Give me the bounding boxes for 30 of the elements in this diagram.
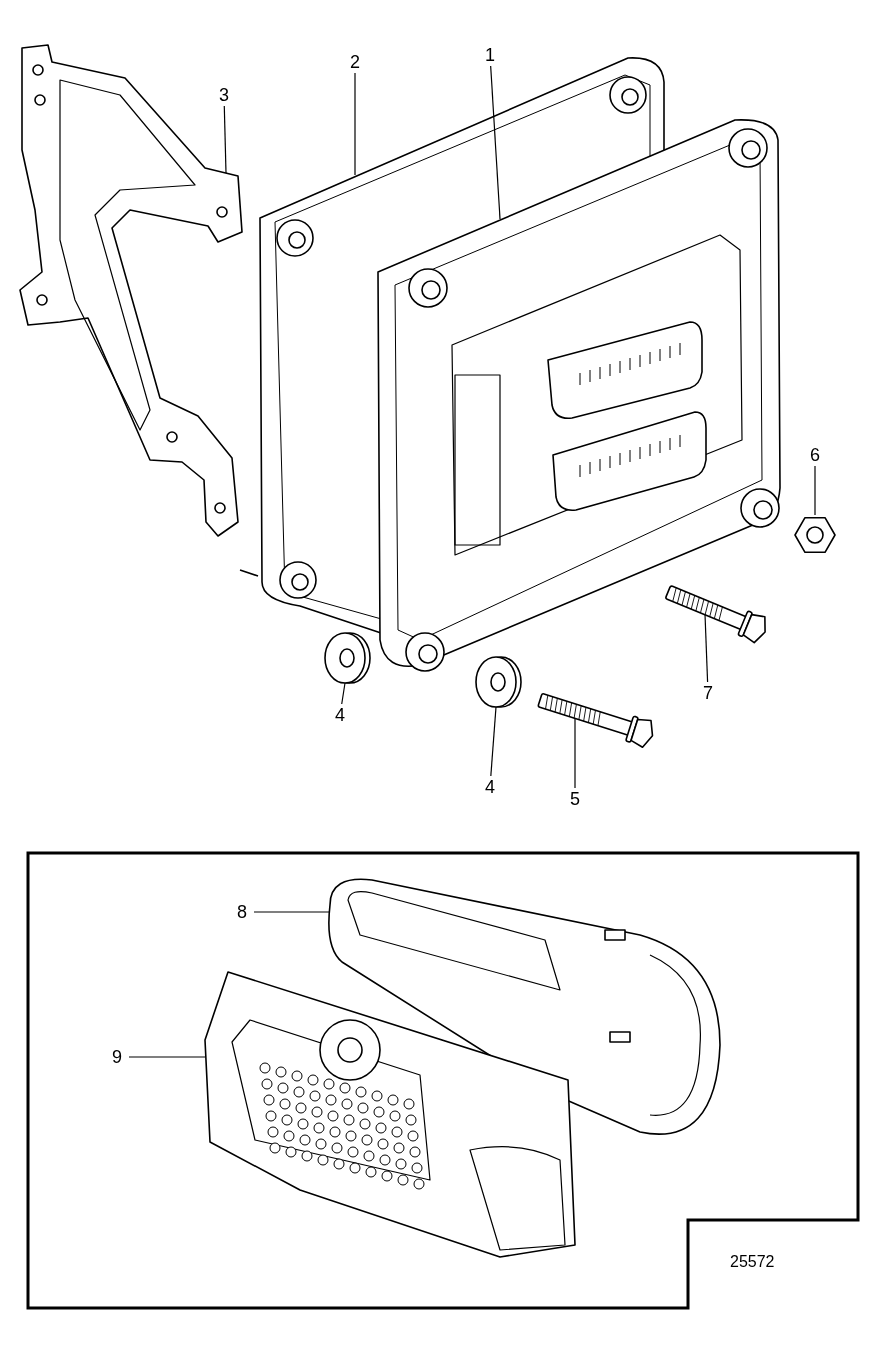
nut-drawing xyxy=(794,516,836,554)
callout-number: 2 xyxy=(343,51,367,73)
callout-number: 7 xyxy=(696,682,720,704)
leader-line xyxy=(128,1056,206,1058)
callout-number: 8 xyxy=(230,901,254,923)
leader-line xyxy=(223,105,227,174)
callout-number: 3 xyxy=(212,84,236,106)
leader-line xyxy=(704,613,709,683)
leader-line xyxy=(341,682,346,705)
leader-line xyxy=(253,911,331,913)
callout-number: 4 xyxy=(328,704,352,726)
leader-line xyxy=(490,65,501,220)
washer-drawing xyxy=(324,632,371,684)
control-unit-drawing xyxy=(377,119,781,672)
connector-drawing xyxy=(204,971,576,1258)
leader-line xyxy=(354,72,356,176)
bracket-drawing xyxy=(19,44,243,537)
figure-number: 25572 xyxy=(730,1252,775,1272)
bolt-drawing xyxy=(664,584,766,644)
bolt-drawing xyxy=(537,692,654,748)
leader-line xyxy=(490,706,497,777)
callout-number: 9 xyxy=(105,1046,129,1068)
leader-line xyxy=(574,717,576,789)
callout-number: 5 xyxy=(563,788,587,810)
callout-number: 1 xyxy=(478,44,502,66)
callout-number: 4 xyxy=(478,776,502,798)
washer-drawing xyxy=(475,656,522,708)
connector-cover-drawing xyxy=(328,878,721,1135)
leader-line xyxy=(814,465,816,516)
callout-number: 6 xyxy=(803,444,827,466)
